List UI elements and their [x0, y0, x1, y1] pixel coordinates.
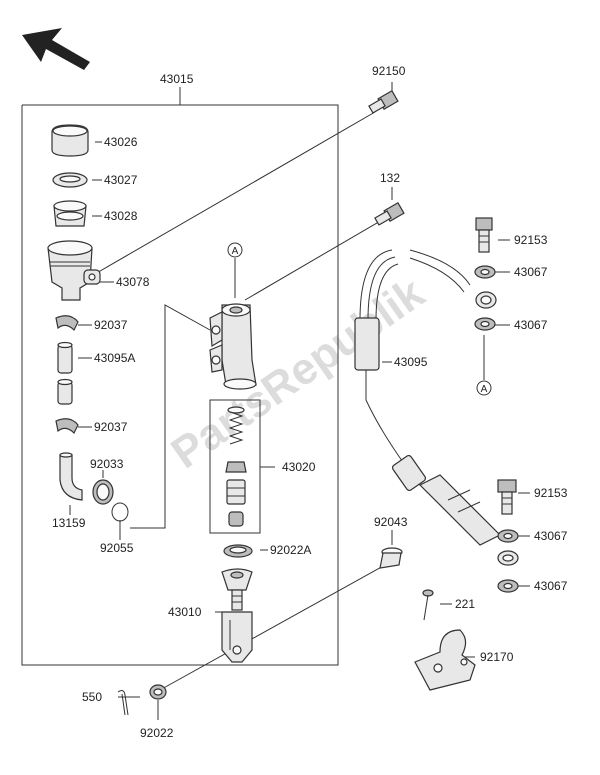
- label-92150: 92150: [372, 64, 406, 78]
- label-92033: 92033: [90, 457, 124, 471]
- label-92043: 92043: [374, 515, 408, 529]
- label-43028: 43028: [104, 209, 138, 223]
- washer-43067-b: [474, 317, 496, 331]
- label-13159: 13159: [52, 516, 86, 530]
- label-43067-d: 43067: [534, 579, 568, 593]
- reference-marker-a-hose: A: [476, 380, 492, 396]
- label-92153-lower: 92153: [534, 486, 568, 500]
- label-43027: 43027: [104, 173, 138, 187]
- push-rod-43010: [221, 568, 253, 663]
- svg-text:A: A: [481, 384, 488, 395]
- washer-43067-a: [474, 265, 496, 279]
- label-43010: 43010: [168, 605, 202, 619]
- label-92037-upper: 92037: [94, 318, 128, 332]
- bolt-92150: [368, 89, 399, 114]
- banjo-bolt-92153-upper: [475, 217, 493, 253]
- label-43095A: 43095A: [94, 351, 135, 365]
- label-92170: 92170: [480, 650, 514, 664]
- label-550: 550: [82, 690, 102, 704]
- master-cylinder-body: [209, 303, 257, 390]
- label-43067-a: 43067: [514, 265, 548, 279]
- banjo-bolt-92153-lower: [497, 479, 517, 515]
- label-43095: 43095: [394, 355, 428, 369]
- label-221: 221: [455, 597, 475, 611]
- washer-43067-d: [497, 579, 519, 593]
- assembly-bracket-43015: [21, 87, 339, 666]
- label-43078: 43078: [116, 275, 150, 289]
- hose-clamp-92037-upper: [55, 315, 79, 332]
- piston-kit-bracket-43020: [209, 399, 275, 534]
- hose-clamp-92037-lower: [55, 418, 79, 435]
- svg-text:A: A: [232, 246, 239, 257]
- label-92153-upper: 92153: [514, 233, 548, 247]
- hose-elbow-13159: [59, 452, 83, 501]
- screw-221: [422, 589, 434, 621]
- label-92022: 92022: [140, 726, 174, 740]
- brake-hose-43095: [354, 249, 519, 566]
- label-132: 132: [380, 171, 400, 185]
- washer-92022A: [223, 544, 253, 558]
- reservoir-43078: [47, 240, 101, 301]
- diaphragm-plate-43027: [52, 172, 88, 188]
- hose-bracket-92170: [414, 629, 476, 691]
- label-43067-b: 43067: [514, 318, 548, 332]
- clevis-pin-92043: [379, 547, 403, 569]
- bolt-132: [374, 201, 405, 226]
- leader-lines: [69, 82, 530, 720]
- washer-92022: [149, 684, 167, 700]
- label-43026: 43026: [104, 135, 138, 149]
- diaphragm-43028: [53, 200, 87, 227]
- reservoir-hose-43095A: [57, 341, 73, 405]
- piston-kit-43020: [225, 406, 247, 527]
- label-43067-c: 43067: [534, 529, 568, 543]
- reference-marker-a-cylinder: A: [227, 242, 243, 258]
- label-43020: 43020: [282, 460, 316, 474]
- o-ring-92033: [92, 479, 114, 505]
- part-labels: 43015 43026 43027 43028 43078 92037 4309…: [52, 64, 568, 740]
- cotter-pin-550: [117, 690, 129, 716]
- reservoir-cap-43026: [51, 124, 89, 157]
- label-92022A: 92022A: [270, 543, 311, 557]
- hose-group-leader: [130, 304, 211, 529]
- washer-43067-c: [497, 529, 519, 543]
- label-43015: 43015: [160, 72, 194, 86]
- front-direction-arrow-icon: [22, 28, 90, 70]
- circlip-92055: [111, 502, 129, 522]
- label-92037-lower: 92037: [94, 420, 128, 434]
- label-92055: 92055: [100, 541, 134, 555]
